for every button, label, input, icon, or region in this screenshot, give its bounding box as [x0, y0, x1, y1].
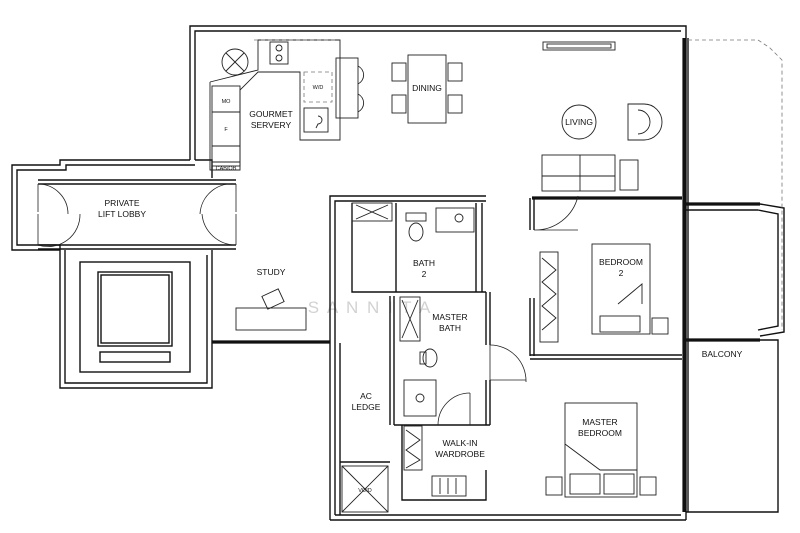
room-label-private-lift-lobby-2: LIFT LOBBY [98, 209, 146, 219]
aircon-unit [542, 41, 616, 51]
room-label-living: LIVING [565, 117, 593, 127]
bath2-fixtures [351, 202, 475, 242]
interior-walls [38, 159, 682, 515]
room-label-master-bedroom-2: BEDROOM [578, 428, 622, 438]
room-label-bath2-1: BATH [413, 258, 435, 268]
master-bedroom-furniture [545, 402, 657, 498]
room-label-void: VOID [358, 488, 371, 494]
bedroom2-furniture [539, 243, 669, 343]
dining-table [391, 54, 463, 124]
room-label-ac-ledge-1: AC [360, 391, 372, 401]
room-label-ac-ledge-2: LEDGE [352, 402, 381, 412]
room-label-walk-in-wardrobe-2: WARDROBE [435, 449, 485, 459]
lift-core [79, 261, 191, 373]
balcony [686, 38, 785, 513]
cabinet-label: CAB/OB [216, 166, 237, 172]
watermark-text: S A N N I T A [308, 298, 433, 317]
room-label-balcony: BALCONY [702, 349, 743, 359]
wardrobe-rails [403, 425, 467, 497]
room-label-study: STUDY [257, 267, 286, 277]
master-bath-fixtures [399, 296, 438, 417]
study-desk [235, 288, 307, 331]
room-label-master-bath-2: BATH [439, 323, 461, 333]
room-label-gourmet-servery-1: GOURMET [249, 109, 292, 119]
room-label-master-bedroom-1: MASTER [582, 417, 617, 427]
room-label-walk-in-wardrobe-1: WALK-IN [442, 438, 477, 448]
outer-walls [11, 25, 687, 521]
room-label-private-lift-lobby-1: PRIVATE [104, 198, 139, 208]
kitchen [209, 39, 365, 171]
room-label-dining: DINING [412, 83, 442, 93]
void-box [341, 465, 389, 513]
microwave-label: MO [222, 99, 232, 105]
living-furniture [541, 103, 663, 192]
doors [37, 183, 579, 426]
room-label-bedroom2-2: 2 [619, 268, 624, 278]
room-label-master-bath-1: MASTER [432, 312, 467, 322]
room-label-gourmet-servery-2: SERVERY [251, 120, 292, 130]
washer-dryer-label: W/D [313, 85, 324, 91]
fridge-label: F [224, 127, 228, 133]
room-label-bedroom2-1: BEDROOM [599, 257, 643, 267]
room-label-bath2-2: 2 [422, 269, 427, 279]
